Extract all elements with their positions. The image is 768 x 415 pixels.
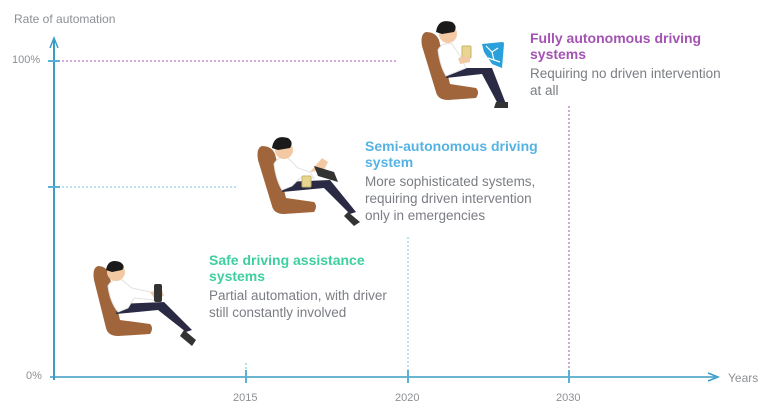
stage-title: Semi-autonomous driving system (365, 138, 565, 170)
stage-title: Safe driving assistance systems (209, 252, 389, 284)
stage-title-line: systems (209, 268, 266, 284)
x-tick-2020: 2020 (395, 392, 420, 404)
y-tick-100: 100% (12, 54, 41, 66)
x-tick-2015: 2015 (233, 392, 258, 404)
stage-desc-line: only in emergencies (365, 208, 486, 223)
stage-title-line: system (365, 154, 414, 170)
x-axis-label: Years (728, 371, 759, 385)
stage-desc-line: still constantly involved (209, 305, 347, 320)
stage-safe-driving: Safe driving assistance systems Partial … (209, 252, 389, 321)
stage-desc-line: Partial automation, with driver (209, 288, 387, 303)
stage-fully-autonomous: Fully autonomous driving systems Requiri… (530, 30, 760, 99)
stage-desc-line: More sophisticated systems, (365, 174, 536, 189)
stage-description: Partial automation, with driver still co… (209, 287, 389, 321)
y-axis-label: Rate of automation (14, 12, 116, 26)
stage-desc-line: Requiring no driven intervention (530, 66, 721, 81)
stage-title: Fully autonomous driving systems (530, 30, 760, 62)
stage-description: More sophisticated systems, requiring dr… (365, 173, 565, 224)
stage-semi-autonomous: Semi-autonomous driving system More soph… (365, 138, 565, 224)
stage-title-line: Semi-autonomous driving (365, 138, 538, 154)
stage-description: Requiring no driven intervention at all (530, 65, 760, 99)
stage-title-line: Fully autonomous driving (530, 30, 702, 46)
y-tick-0: 0% (26, 370, 42, 382)
network-screen-icon (482, 42, 504, 68)
stage-title-line: Safe driving assistance (209, 252, 365, 268)
stage-desc-line: requiring driven intervention (365, 191, 532, 206)
x-tick-2030: 2030 (556, 392, 581, 404)
stage-title-line: systems (530, 46, 587, 62)
stage-desc-line: at all (530, 83, 559, 98)
